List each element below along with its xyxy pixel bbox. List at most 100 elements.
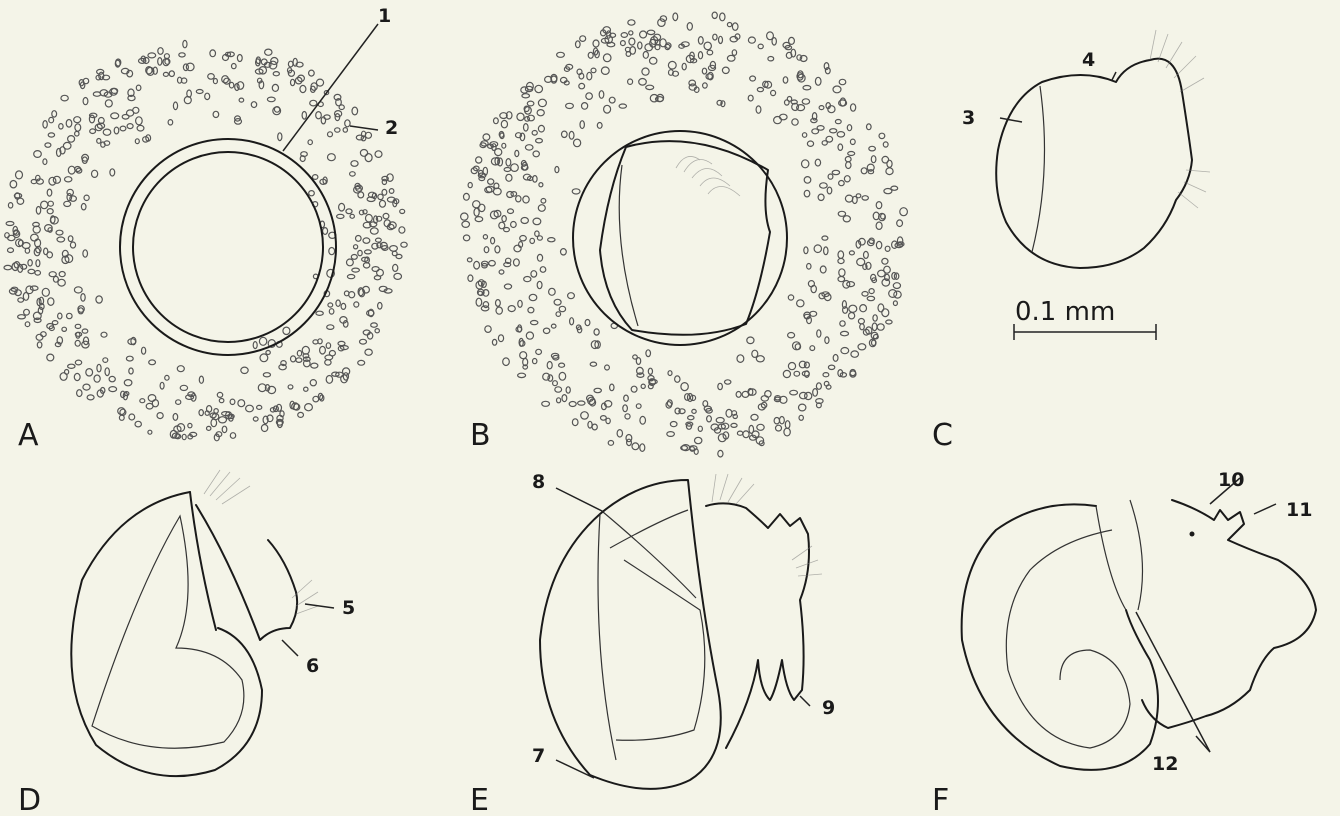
jelly-granule — [670, 422, 677, 427]
jelly-granule — [805, 392, 812, 399]
jelly-granule — [311, 363, 318, 368]
jelly-granule — [816, 383, 821, 389]
jelly-granule — [566, 387, 570, 393]
jelly-granule — [64, 201, 71, 206]
jelly-granule — [646, 350, 651, 357]
jelly-granule — [65, 177, 72, 182]
jelly-granule — [885, 246, 890, 251]
jelly-granule — [698, 52, 702, 59]
jelly-granule — [184, 97, 191, 104]
leader-line-4 — [1112, 72, 1116, 80]
jelly-granule — [861, 168, 867, 174]
jelly-granule — [882, 156, 889, 163]
jelly-granule — [76, 168, 82, 173]
jelly-granule — [799, 404, 806, 411]
jelly-granule — [858, 344, 866, 350]
jelly-granule — [692, 409, 696, 413]
jelly-granule — [876, 202, 882, 209]
jelly-granule — [841, 348, 849, 354]
jelly-granule — [87, 395, 94, 400]
jelly-granule — [21, 264, 27, 269]
jelly-granule — [36, 207, 40, 215]
jelly-granule — [802, 160, 809, 168]
jelly-granule — [607, 31, 611, 38]
jelly-granule — [326, 376, 332, 384]
callout-12: 12 — [1152, 753, 1178, 775]
jelly-granule — [186, 395, 194, 400]
jelly-granule — [199, 410, 203, 416]
jelly-granule — [523, 196, 529, 203]
jelly-granule — [308, 140, 312, 145]
jelly-granule — [316, 112, 322, 119]
jelly-granule — [96, 296, 102, 303]
jelly-granule — [737, 431, 742, 435]
jelly-granule — [533, 176, 537, 183]
jelly-granule — [667, 432, 675, 437]
leader-line-3 — [1000, 118, 1022, 122]
velum-d — [196, 505, 297, 640]
jelly-granule — [337, 214, 344, 218]
jelly-granule — [864, 251, 869, 258]
jelly-granule — [673, 13, 678, 21]
jelly-granule — [205, 93, 210, 99]
jelly-granule — [822, 141, 827, 145]
jelly-granule — [804, 177, 811, 184]
jelly-granule — [537, 110, 544, 116]
panel-label-c: C — [932, 418, 953, 453]
jelly-granule — [886, 320, 892, 324]
jelly-granule — [83, 384, 90, 390]
jelly-granule — [109, 387, 117, 392]
jelly-granule — [869, 289, 874, 294]
jelly-granule — [860, 305, 867, 312]
jelly-granule — [718, 434, 726, 442]
jelly-granule — [873, 315, 877, 321]
jelly-granule — [75, 360, 81, 365]
jelly-granule — [291, 79, 295, 85]
jelly-granule — [335, 128, 340, 132]
jelly-granule — [473, 201, 480, 208]
jelly-granule — [347, 259, 354, 266]
jelly-granule — [536, 349, 542, 354]
jelly-granule — [681, 383, 688, 391]
cilia-d — [204, 470, 318, 614]
jelly-granule — [346, 209, 352, 214]
jelly-granule — [858, 319, 864, 324]
jelly-granule — [506, 159, 511, 166]
jelly-granule — [149, 360, 156, 365]
jelly-granule — [839, 79, 846, 84]
jelly-granule — [736, 392, 741, 398]
jelly-granule — [296, 358, 302, 363]
jelly-granule — [483, 134, 490, 140]
jelly-granule — [43, 159, 47, 165]
jelly-granule — [666, 402, 672, 408]
jelly-granule — [718, 450, 723, 457]
jelly-granule — [503, 358, 510, 366]
jelly-granule — [789, 37, 795, 44]
jelly-granule — [721, 101, 725, 107]
jelly-granule — [504, 228, 510, 232]
larva-c-outline — [996, 59, 1192, 268]
jelly-granule — [841, 331, 849, 335]
jelly-granule — [474, 261, 480, 269]
jelly-granule — [646, 85, 654, 89]
leader-line-5 — [305, 604, 334, 608]
jelly-granule — [48, 133, 54, 137]
jelly-granule — [81, 204, 86, 210]
jelly-granule — [476, 298, 482, 306]
jelly-granule — [849, 305, 857, 312]
jelly-granule — [37, 342, 42, 348]
jelly-granule — [349, 292, 355, 298]
jelly-granule — [547, 362, 552, 369]
jelly-granule — [338, 341, 345, 345]
jelly-granule — [339, 203, 345, 211]
jelly-granule — [818, 194, 824, 200]
jelly-granule — [704, 42, 711, 50]
jelly-granule — [868, 170, 873, 174]
jelly-granule — [97, 139, 101, 144]
jelly-granule — [313, 175, 318, 180]
jelly-granule — [94, 375, 100, 382]
jelly-granule — [828, 106, 835, 113]
jelly-granule — [849, 313, 855, 319]
jelly-granule — [68, 166, 75, 174]
jelly-granule — [28, 269, 35, 273]
